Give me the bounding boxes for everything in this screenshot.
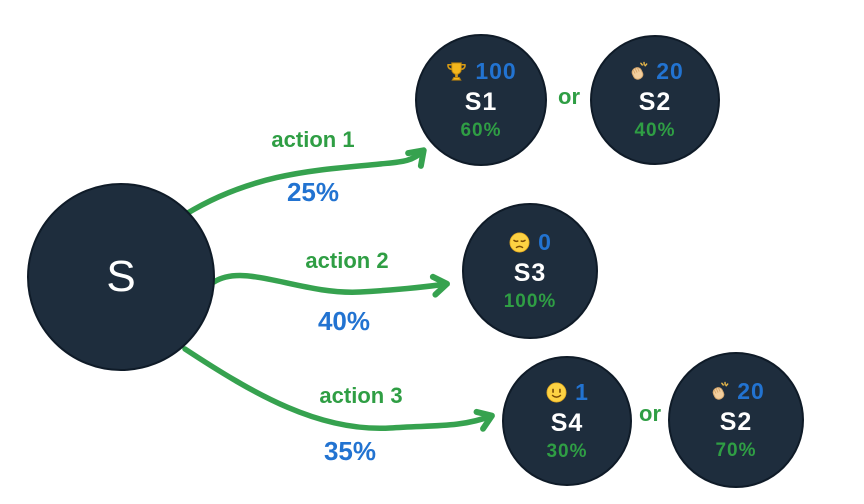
state-label: S1 <box>464 88 498 116</box>
reward-row: 1 <box>545 379 589 406</box>
state-probability: 30% <box>546 441 588 462</box>
reward-value: 100 <box>475 58 517 84</box>
state-node-s1: 100 S1 60% <box>415 34 547 166</box>
reward-value: 20 <box>656 58 684 84</box>
action-3-probability: 35% <box>323 436 377 466</box>
state-node-s2-top: 20 S2 40% <box>590 35 720 165</box>
root-state-label: S <box>106 252 136 301</box>
action-2-probability: 40% <box>317 306 371 336</box>
reward-value: 0 <box>538 229 552 255</box>
state-label: S2 <box>638 88 672 116</box>
action-3-label: action 3 <box>319 383 403 408</box>
state-probability: 40% <box>634 120 676 141</box>
state-node-s2-bottom: 20 S2 70% <box>668 352 804 488</box>
state-node-s3: 0 S3 100% <box>462 203 598 339</box>
clap-icon <box>707 380 730 403</box>
state-label: S2 <box>719 408 753 436</box>
smiley-icon <box>545 381 568 404</box>
reward-value: 1 <box>575 379 589 405</box>
or-label-bottom: or <box>639 401 661 426</box>
state-label: S4 <box>550 409 584 437</box>
or-label-top: or <box>558 84 580 109</box>
reward-row: 0 <box>508 229 552 256</box>
reward-row: 20 <box>707 378 765 405</box>
reward-value: 20 <box>737 378 765 404</box>
reward-row: 100 <box>445 58 516 85</box>
state-probability: 60% <box>460 120 502 141</box>
action-1-probability: 25% <box>286 177 340 207</box>
action-2-label: action 2 <box>305 248 389 273</box>
state-node-s4: 1 S4 30% <box>502 356 632 486</box>
sad-face-icon <box>508 231 531 254</box>
state-probability: 70% <box>715 440 757 461</box>
root-state-node: S <box>27 183 215 371</box>
state-probability: 100% <box>503 291 557 312</box>
action-2-arrow <box>211 272 450 298</box>
clap-icon <box>626 60 649 83</box>
state-label: S3 <box>513 259 547 287</box>
reward-row: 20 <box>626 58 684 85</box>
action-1-label: action 1 <box>271 127 355 152</box>
trophy-icon <box>445 60 468 83</box>
